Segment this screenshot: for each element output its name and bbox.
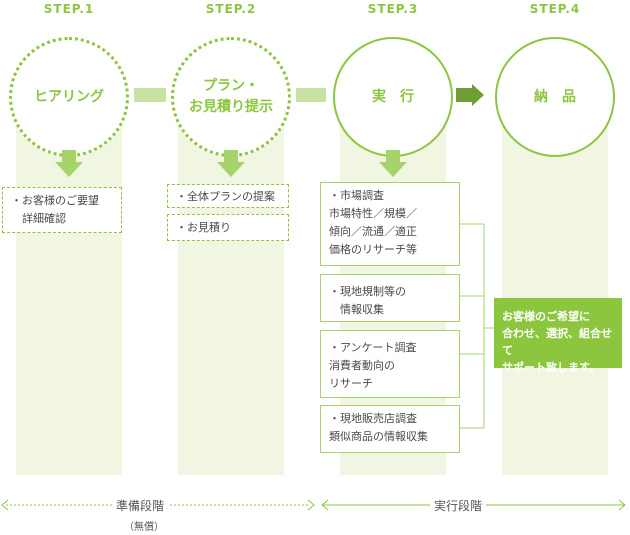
step4-label: STEP.4 bbox=[529, 2, 581, 16]
step4-circle: 納 品 bbox=[495, 37, 615, 157]
down-arrow-step1-icon bbox=[55, 150, 83, 177]
step3-item-market-research: ・市場調査 市場特性／規模／ 傾向／流通／適正 価格のリサーチ等 bbox=[320, 182, 460, 266]
down-arrow-step3-icon bbox=[379, 150, 407, 177]
connector-2-3 bbox=[296, 88, 326, 102]
down-arrow-step2-icon bbox=[217, 150, 245, 177]
prep-phase-sub: （無償） bbox=[124, 522, 164, 533]
step2-label: STEP.2 bbox=[205, 2, 257, 16]
bracket-lines bbox=[460, 223, 496, 429]
step3-circle: 実 行 bbox=[333, 37, 453, 157]
step2-circle: プラン・ お見積り提示 bbox=[171, 37, 291, 157]
step3-item-regulation: ・現地規制等の 情報収集 bbox=[320, 274, 460, 322]
step3-item-survey: ・アンケート調査 消費者動向の リサーチ bbox=[320, 330, 460, 398]
step1-label: STEP.1 bbox=[43, 2, 95, 16]
step3-label: STEP.3 bbox=[367, 2, 419, 16]
arrow-3-4-icon bbox=[456, 84, 484, 106]
support-note: お客様のご希望に 合わせ、選択、組合せて サポート致します。 bbox=[494, 298, 622, 374]
step2-item-estimate: ・お見積り bbox=[167, 214, 289, 241]
step1-item-hearing: ・お客様のご要望 詳細確認 bbox=[2, 187, 122, 233]
exec-phase-label: 実行段階 bbox=[430, 497, 487, 514]
step2-item-plan: ・全体プランの提案 bbox=[167, 184, 289, 208]
step1-circle: ヒアリング bbox=[9, 37, 129, 157]
prep-phase-label: 準備段階 bbox=[112, 497, 169, 514]
connector-1-2 bbox=[134, 88, 166, 102]
step3-item-retailer: ・現地販売店調査 類似商品の情報収集 bbox=[320, 405, 460, 453]
